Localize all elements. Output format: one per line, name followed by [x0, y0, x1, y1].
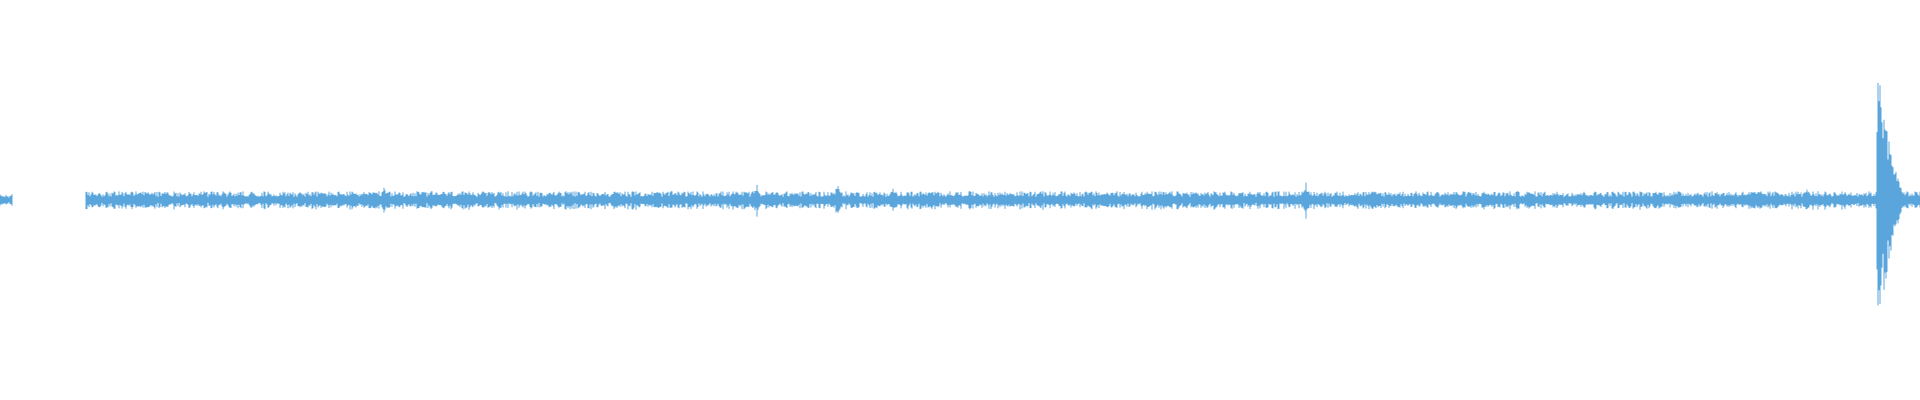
waveform-segment-main-signal [85, 83, 1920, 306]
